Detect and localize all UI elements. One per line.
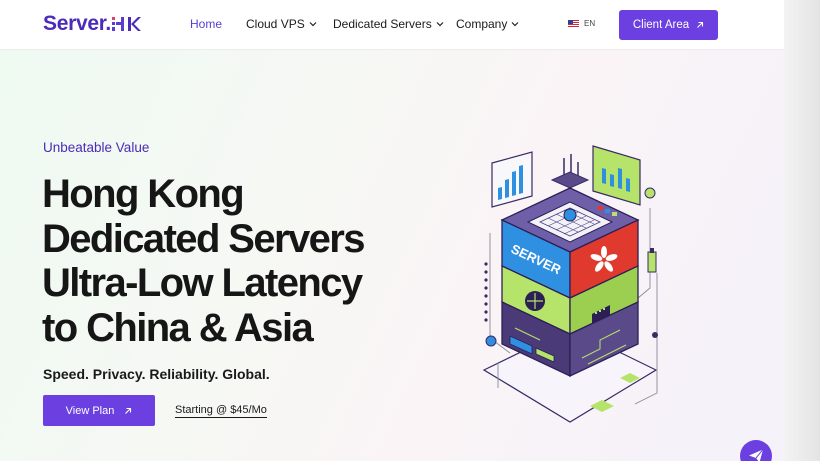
telegram-chat-button[interactable] — [740, 440, 772, 461]
hero-title-line: Hong Kong — [42, 172, 245, 216]
language-label: EN — [584, 19, 596, 28]
hero-tagline: Speed. Privacy. Reliability. Global. — [43, 366, 270, 382]
send-icon — [749, 449, 764, 461]
nav-cloud-vps[interactable]: Cloud VPS — [246, 17, 317, 31]
server-bottom-right — [569, 300, 639, 378]
site-header: Server. Home Cloud VPS Dedicated Servers… — [0, 0, 784, 50]
arrow-up-right-icon — [697, 21, 704, 28]
hero-title-line: Dedicated Servers — [42, 216, 365, 261]
us-flag-icon — [568, 20, 579, 27]
circuit-pattern — [514, 327, 627, 365]
logo-hk-mark — [111, 15, 142, 33]
hero-title-line: Ultra-Low Latency — [42, 261, 363, 305]
nav-cloud-vps-label: Cloud VPS — [246, 17, 305, 31]
starting-price-link[interactable]: Starting @ $45/Mo — [175, 404, 267, 418]
bar-chart-card — [491, 151, 533, 208]
bauhinia-flower-icon — [590, 246, 618, 272]
logo-text: Server. — [43, 12, 111, 35]
view-plan-label: View Plan — [65, 404, 115, 417]
arrow-up-right-icon — [125, 407, 132, 414]
client-area-label: Client Area — [632, 19, 690, 31]
view-plan-button[interactable]: View Plan — [43, 395, 155, 426]
nav-home-label: Home — [190, 17, 223, 31]
dot-column — [484, 262, 488, 322]
nav-company[interactable]: Company — [456, 17, 519, 31]
server-illustration: SERVER — [482, 145, 658, 423]
nav-home[interactable]: Home — [190, 17, 222, 31]
hero-eyebrow: Unbeatable Value — [43, 140, 150, 155]
nav-dedicated-servers-label: Dedicated Servers — [333, 17, 432, 31]
hk-logo-icon — [111, 17, 141, 31]
hero-title: Hong Kong Dedicated Servers Ultra-Low La… — [42, 172, 402, 350]
monitor-card — [592, 145, 641, 206]
site-logo[interactable]: Server. — [43, 12, 142, 36]
nav-company-label: Company — [456, 17, 508, 31]
chevron-down-icon — [309, 22, 317, 27]
chevron-down-icon — [511, 22, 519, 27]
hero-title-line: to China & Asia — [42, 305, 314, 350]
client-area-button[interactable]: Client Area — [619, 10, 718, 40]
nav-dedicated-servers[interactable]: Dedicated Servers — [333, 17, 444, 31]
language-selector[interactable]: EN — [568, 19, 595, 28]
chevron-down-icon — [436, 22, 444, 27]
scrollbar-track[interactable] — [784, 0, 820, 461]
